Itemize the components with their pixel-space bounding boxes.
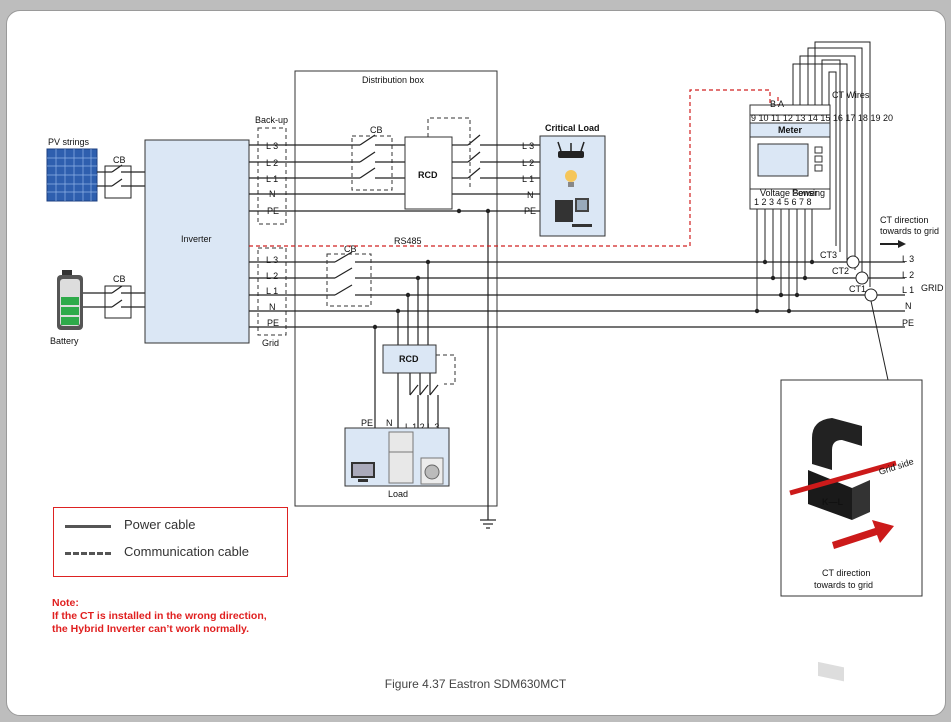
pv-cb-label: CB: [113, 155, 126, 165]
computer-icon: [555, 198, 592, 227]
ct-direction-top-1: CT direction: [880, 215, 928, 225]
backup-l3: L 3: [266, 141, 278, 151]
rs485-label: RS485: [394, 236, 422, 246]
pv-panel: [46, 148, 98, 202]
ct-direction-top-2: towards to grid: [880, 226, 939, 236]
router-icon: [557, 141, 585, 158]
backup-circuit-breaker: [351, 135, 393, 191]
note-title: Note:: [52, 597, 79, 609]
figure-caption: Figure 4.37 Eastron SDM630MCT: [384, 677, 567, 691]
distribution-box: [294, 70, 498, 507]
load-label: Load: [388, 489, 408, 499]
grid-cb-label: CB: [344, 244, 357, 254]
load-rcd: [382, 344, 437, 374]
grid-right-n: N: [905, 301, 912, 311]
meter-voltage-sensing: Voltage Sensing: [760, 188, 825, 198]
tv-icon: [351, 462, 375, 482]
legend-communication-cable: Communication cable: [124, 544, 250, 559]
grid-n: N: [269, 302, 276, 312]
communication-cable-swatch: [65, 552, 111, 555]
grid-right-l1: L 1: [902, 285, 914, 295]
grid-l2: L 2: [266, 271, 278, 281]
load-l-label: L 1 2 L 3: [405, 422, 439, 432]
backup-rcd-label: RCD: [418, 170, 438, 180]
cable-through-ct: [789, 460, 897, 496]
legend-power-cable: Power cable: [124, 517, 196, 532]
distribution-box-label: Distribution box: [362, 75, 425, 85]
critical-l3: L 3: [522, 141, 534, 151]
fridge-icon: [388, 431, 414, 484]
grid-right-l2: L 2: [902, 270, 914, 280]
backup-label: Back-up: [255, 115, 288, 125]
grid-right-l3: L 3: [902, 254, 914, 264]
ct2-label: CT2: [832, 266, 849, 276]
meter-ba-label: B A: [770, 99, 784, 109]
battery-circuit-breaker: [104, 285, 132, 319]
meter-bottom-terminals: 1 2 3 4 5 6 7 8: [754, 197, 812, 207]
ct-direction-inset-2: towards to grid: [814, 580, 873, 590]
ct-direction-arrow-inset: [832, 520, 894, 549]
ct-wires-label: CT Wires: [832, 90, 870, 100]
grid-right-pe: PE: [902, 318, 914, 328]
inverter-label: Inverter: [181, 234, 212, 244]
k-l-label: K—L: [822, 497, 843, 507]
meter-top-terminals: 9 10 11 12 13 14 15 16 17 18 19 20: [751, 113, 893, 123]
ct3-label: CT3: [820, 250, 837, 260]
grid-right-label: GRID: [921, 283, 944, 293]
meter-label: Meter: [778, 125, 803, 135]
critical-l1: L 1: [522, 174, 534, 184]
load-rcd-label: RCD: [399, 354, 419, 364]
washing-machine-icon: [420, 457, 444, 485]
note-line-1: If the CT is installed in the wrong dire…: [52, 610, 267, 622]
ct1-label: CT1: [849, 284, 866, 294]
backup-l2: L 2: [266, 158, 278, 168]
backup-rcd: [404, 136, 453, 210]
load-n-label: N: [386, 418, 393, 428]
legend: Power cable Communication cable: [53, 507, 288, 577]
battery-cb-label: CB: [113, 274, 126, 284]
grid-pe: PE: [267, 318, 279, 328]
grid-l3: L 3: [266, 255, 278, 265]
backup-cb-label: CB: [370, 125, 383, 135]
pv-circuit-breaker: [104, 165, 132, 199]
rs485-cable: [249, 89, 771, 247]
backup-lines: [249, 144, 540, 212]
meter: [749, 104, 831, 210]
critical-pe: PE: [524, 206, 536, 216]
grid-lines: [249, 261, 905, 328]
backup-terminal-group: [257, 127, 287, 225]
backup-l1: L 1: [266, 174, 278, 184]
note: Note: If the CT is installed in the wron…: [52, 597, 267, 636]
grid-l1: L 1: [266, 286, 278, 296]
meter-power: Power: [792, 188, 818, 198]
lightbulb-icon: [565, 170, 577, 187]
battery-icon: [57, 270, 83, 330]
inverter-box: [144, 139, 250, 344]
grid-group-label: Grid: [262, 338, 279, 348]
ct1-clamp: [864, 288, 878, 302]
ct2-clamp: [855, 271, 869, 285]
ct-direction-inset-1: CT direction: [822, 568, 870, 578]
load-pe-label: PE: [361, 418, 373, 428]
ct3-clamp: [846, 255, 860, 269]
ct-direction-arrow-top: [880, 240, 906, 248]
critical-l2: L 2: [522, 158, 534, 168]
critical-load-label: Critical Load: [545, 123, 600, 133]
battery-label: Battery: [50, 336, 79, 346]
note-line-2: the Hybrid Inverter can’t work normally.: [52, 623, 250, 635]
pv-strings-label: PV strings: [48, 137, 90, 147]
grid-terminal-group: [257, 247, 287, 336]
critical-n: N: [527, 190, 534, 200]
power-cable-swatch: [65, 525, 111, 528]
